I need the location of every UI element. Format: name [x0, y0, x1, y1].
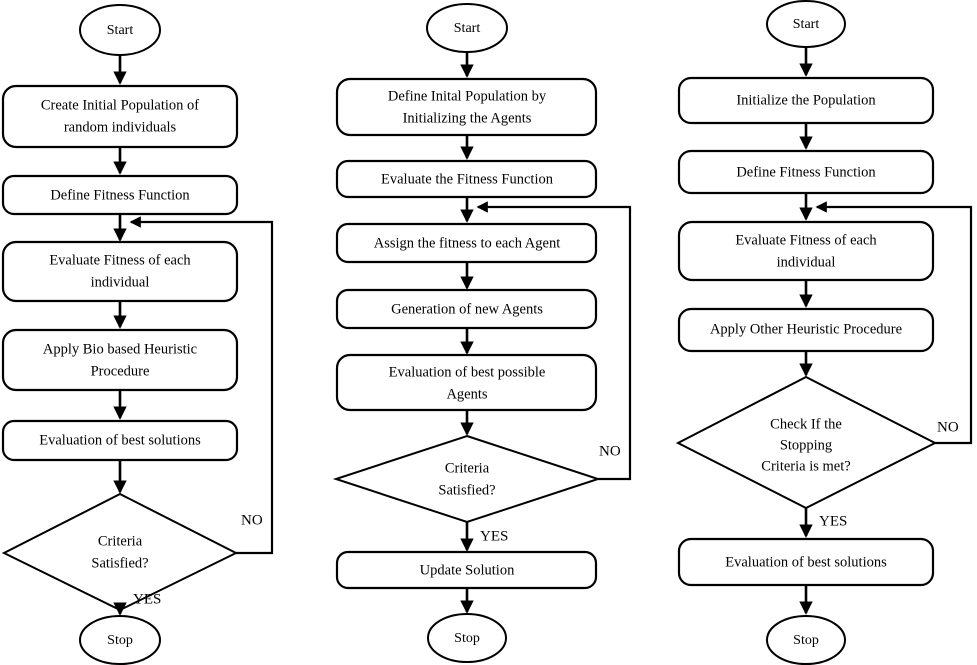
- c3-n2-label: Define Fitness Function: [736, 164, 876, 180]
- c2-stop-node[interactable]: Stop: [427, 613, 507, 663]
- c2-n6-label: Update Solution: [420, 562, 515, 578]
- c3-edge-label-no: NO: [937, 419, 959, 435]
- c2-evaluate-fitness-function-node[interactable]: Evaluate the Fitness Function: [335, 159, 598, 199]
- c2-start-label: Start: [454, 21, 481, 36]
- c2-n2-label: Evaluate the Fitness Function: [381, 171, 554, 187]
- c3-n3-label-line1: Evaluate Fitness of each: [735, 232, 877, 248]
- c1-stop-label: Stop: [107, 633, 133, 648]
- c2-stop-label: Stop: [454, 631, 480, 646]
- c2-criteria-satisfied-decision[interactable]: Criteria Satisfied?: [332, 434, 602, 524]
- c3-d1-label-line3: Criteria is met?: [761, 458, 850, 474]
- c3-evaluation-best-solutions-node[interactable]: Evaluation of best solutions: [677, 537, 935, 587]
- c2-evaluation-best-agents-node[interactable]: Evaluation of best possible Agents: [335, 353, 598, 412]
- c1-edge-label-no: NO: [241, 512, 263, 528]
- c3-edge-no-feedback: [815, 201, 973, 445]
- column-1-bio-inspired-flowchart: Start Create Initial Population of rando…: [1, 4, 274, 665]
- c1-edge-label-yes: YES: [133, 591, 161, 607]
- c2-n3-label: Assign the fitness to each Agent: [374, 235, 560, 251]
- c3-initialize-population-node[interactable]: Initialize the Population: [677, 76, 935, 125]
- c1-n1-label-line1: Create Initial Population of: [41, 97, 199, 113]
- c3-stopping-criteria-decision[interactable]: Check If the Stopping Criteria is met?: [675, 375, 938, 510]
- c3-evaluate-fitness-node[interactable]: Evaluate Fitness of each individual: [677, 220, 935, 282]
- c1-stop-node[interactable]: Stop: [79, 615, 161, 665]
- c3-n5-label: Evaluation of best solutions: [725, 554, 887, 570]
- c3-n1-label: Initialize the Population: [736, 92, 876, 108]
- c1-n5-label: Evaluation of best solutions: [39, 432, 201, 448]
- c2-n4-label: Generation of new Agents: [391, 301, 543, 317]
- c2-n1-label-line2: Initializing the Agents: [403, 110, 532, 126]
- c1-d1-label-line1: Criteria: [98, 533, 143, 549]
- c3-n3-label-line2: individual: [777, 254, 836, 270]
- c1-n4-label-line2: Procedure: [91, 363, 150, 379]
- c1-start-node[interactable]: Start: [79, 4, 161, 56]
- c3-apply-other-heuristic-node[interactable]: Apply Other Heuristic Procedure: [677, 307, 935, 353]
- c3-edge-label-yes: YES: [819, 513, 847, 529]
- c3-n4-label: Apply Other Heuristic Procedure: [710, 321, 902, 337]
- column-3-other-heuristic-flowchart: Start Initialize the Population Define F…: [675, 0, 973, 665]
- c2-edge-no-feedback: [476, 201, 632, 481]
- c2-n5-label-line2: Agents: [446, 386, 487, 402]
- c3-d1-label-line1: Check If the: [770, 416, 842, 432]
- c1-n2-label: Define Fitness Function: [50, 187, 190, 203]
- c2-update-solution-node[interactable]: Update Solution: [335, 550, 598, 590]
- c2-d1-label-line1: Criteria: [445, 460, 490, 476]
- c3-stop-node[interactable]: Stop: [766, 615, 846, 665]
- c1-apply-bio-heuristic-node[interactable]: Apply Bio based Heuristic Procedure: [1, 328, 239, 392]
- c3-stop-label: Stop: [793, 633, 819, 648]
- c1-criteria-satisfied-decision[interactable]: Criteria Satisfied?: [1, 492, 239, 612]
- c1-define-fitness-function-node[interactable]: Define Fitness Function: [1, 174, 239, 216]
- c2-n5-label-line1: Evaluation of best possible: [389, 364, 546, 380]
- c2-d1-label-line2: Satisfied?: [438, 482, 495, 498]
- c3-start-label: Start: [793, 17, 820, 32]
- c2-assign-fitness-node[interactable]: Assign the fitness to each Agent: [335, 222, 598, 264]
- c1-n4-label-line1: Apply Bio based Heuristic: [43, 341, 197, 357]
- c1-n1-label-line2: random individuals: [64, 119, 177, 135]
- column-2-agent-based-flowchart: Start Define Inital Population by Initia…: [332, 3, 632, 663]
- c2-n1-label-line1: Define Inital Population by: [388, 88, 547, 104]
- c1-edge-no-feedback: [129, 216, 274, 555]
- c1-d1-label-line2: Satisfied?: [91, 555, 148, 571]
- c2-start-node[interactable]: Start: [426, 3, 508, 53]
- c3-d1-label-line2: Stopping: [780, 437, 832, 453]
- c1-n3-label-line2: individual: [91, 274, 150, 290]
- c2-edge-label-yes: YES: [480, 528, 508, 544]
- c3-start-node[interactable]: Start: [766, 0, 846, 48]
- c1-evaluation-best-solutions-node[interactable]: Evaluation of best solutions: [1, 419, 239, 462]
- c3-define-fitness-function-node[interactable]: Define Fitness Function: [677, 149, 935, 195]
- c1-evaluate-fitness-node[interactable]: Evaluate Fitness of each individual: [1, 240, 239, 303]
- c1-create-initial-population-node[interactable]: Create Initial Population of random indi…: [1, 84, 239, 149]
- c2-generation-new-agents-node[interactable]: Generation of new Agents: [335, 288, 598, 330]
- c2-define-initial-population-node[interactable]: Define Inital Population by Initializing…: [335, 77, 598, 137]
- c2-edge-label-no: NO: [599, 443, 621, 459]
- c1-n3-label-line1: Evaluate Fitness of each: [49, 252, 191, 268]
- c1-start-label: Start: [107, 23, 134, 38]
